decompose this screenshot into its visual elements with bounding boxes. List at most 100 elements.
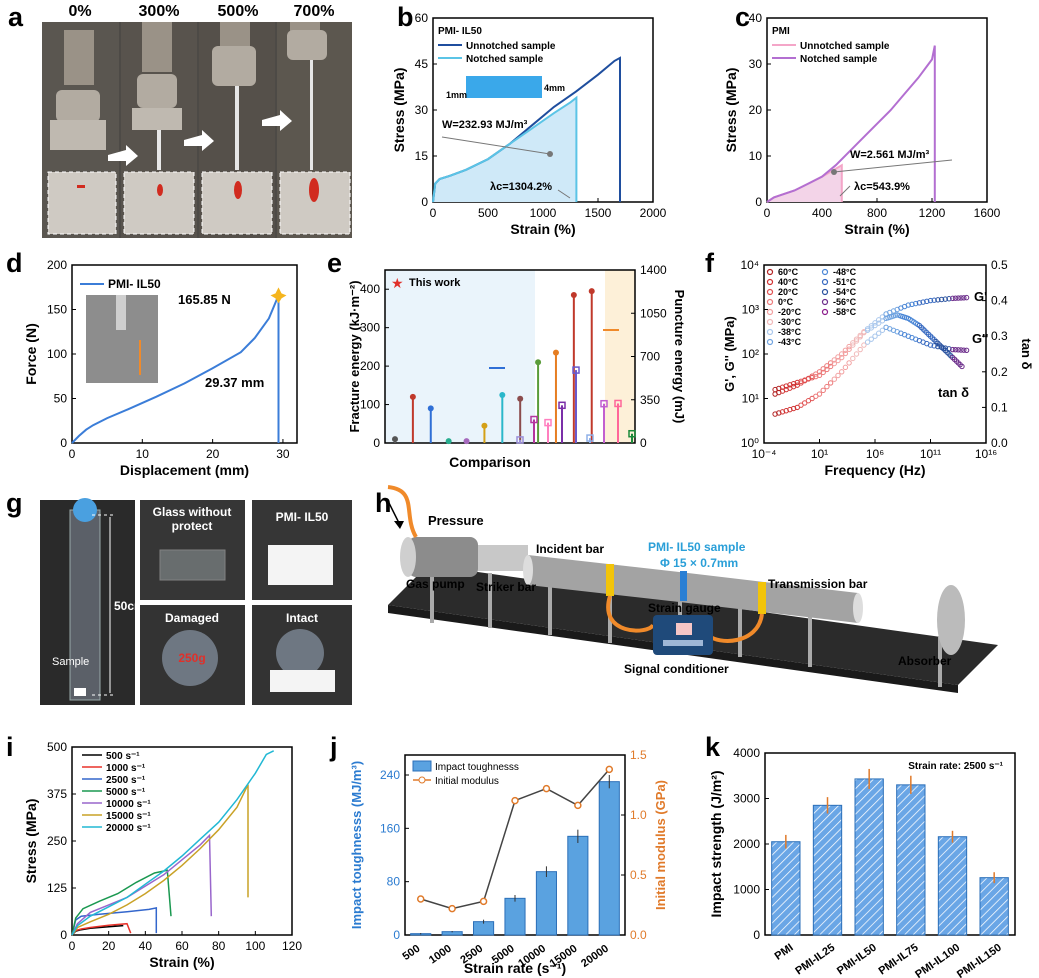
panel-label-k: k: [705, 732, 721, 762]
data-point: [868, 323, 875, 329]
y-tick-label: 0: [421, 195, 428, 209]
data-point: [955, 347, 961, 353]
highlight-band-orange: [605, 270, 635, 443]
bar: [812, 804, 843, 936]
y-tick-label: 250: [47, 834, 67, 848]
legend-label-bar: Impact toughnesss: [435, 762, 519, 773]
data-point: [861, 329, 867, 336]
y-tick-label: 150: [47, 303, 67, 317]
plot-frame: [764, 752, 1016, 936]
y-tick-label: 10: [749, 149, 763, 163]
panel-label-g: g: [6, 488, 23, 518]
x-tick-label: 80: [212, 939, 226, 953]
dim-height-label: 1mm: [446, 90, 467, 100]
bar: [896, 784, 926, 936]
data-point: [868, 336, 875, 342]
legend-swatch-bar: [412, 760, 432, 772]
data-point: [839, 351, 845, 357]
legend-temp-label: -48°C: [833, 267, 857, 277]
data-point: [916, 300, 923, 306]
series-line: [71, 833, 213, 936]
x-tick-label: 2000: [640, 206, 667, 220]
x-tick-label: PMI: [773, 942, 796, 963]
legend-temp-label: -56°C: [833, 297, 857, 307]
lollipop-head-right: [600, 399, 608, 408]
legend-temp-label: -20°C: [778, 307, 802, 317]
bar: [504, 897, 526, 936]
data-point: [824, 366, 830, 373]
y-tick-label: 15: [415, 149, 429, 163]
mass-label: 250g: [178, 651, 205, 665]
y-tick-label: 10²: [742, 347, 759, 361]
y-right-tick-label: 0.0: [630, 928, 647, 942]
legend-marker: [821, 308, 829, 316]
data-point: [942, 296, 949, 302]
y-tick-label: 0: [753, 928, 760, 942]
x-tick-label: 400: [812, 206, 832, 220]
y-axis-label: Stress (MPa): [723, 68, 739, 153]
series-line-notched: [766, 45, 936, 203]
lollipop-head-right: [558, 401, 566, 410]
y-right-tick-label: 0.1: [991, 400, 1008, 414]
y-right-tick-label: 0.5: [630, 868, 647, 882]
x-axis-label: Strain (%): [510, 221, 575, 237]
x-tick-label: 40: [139, 939, 153, 953]
x-tick-label: 1200: [919, 206, 946, 220]
lollipop-head-left: [392, 436, 398, 443]
data-point: [820, 366, 826, 372]
data-point: [850, 355, 856, 362]
x-tick-label: 30: [276, 447, 290, 461]
y-tick-label: 200: [360, 359, 380, 373]
data-point: [961, 347, 967, 353]
panel-h-shpb-diagram: Pressure Gas pump Striker bar Incident b…: [386, 485, 998, 693]
bar: [598, 781, 620, 936]
y-right-tick-label: 1400: [640, 263, 667, 277]
y-axis-label-left: G', G'' (MPa): [722, 316, 737, 392]
legend-marker: [821, 268, 829, 276]
data-point: [842, 350, 849, 357]
panel-label-d: d: [6, 248, 23, 278]
data-point: [876, 317, 882, 323]
data-point: [872, 320, 878, 326]
strain-label-0: 0%: [68, 3, 91, 20]
gpp-series-label: G'': [972, 331, 988, 346]
peak-star-icon: [270, 287, 287, 304]
x-tick-label: 10: [136, 447, 150, 461]
y-right-tick-label: 700: [640, 350, 660, 364]
data-point: [927, 342, 934, 348]
probe: [116, 295, 126, 330]
data-point: [831, 360, 838, 367]
x-tick-label: 0: [69, 939, 76, 953]
data-point: [850, 342, 856, 348]
incident-bar-label: Incident bar: [536, 542, 604, 556]
work-annotation: W=232.93 MJ/m³: [442, 119, 528, 131]
sample-label: Sample: [52, 656, 89, 668]
y-tick-label: 80: [387, 875, 401, 889]
modulus-point: [448, 904, 456, 913]
lollipop-head-left: [499, 391, 506, 398]
y-right-tick-label: 1.5: [630, 748, 647, 762]
x-tick-label: 20: [206, 447, 220, 461]
strain-label-300: 300%: [139, 3, 180, 20]
lollipop-head-left: [588, 288, 595, 295]
lollipop-head-left: [552, 349, 559, 356]
y-tick-label: 100: [360, 398, 380, 412]
data-point: [820, 387, 826, 394]
data-point: [846, 360, 852, 366]
y-tick-label: 20: [749, 103, 763, 117]
lambda-pointer: [557, 189, 571, 199]
y-axis-label-left: Fracture energy (kJ·m⁻²): [347, 280, 362, 432]
lollipop-head-left: [409, 393, 416, 400]
lollipop-head-left: [570, 291, 577, 298]
data-point: [857, 334, 863, 340]
y-right-tick-label: 1.0: [630, 808, 647, 822]
x-tick-label: 800: [867, 206, 887, 220]
sample-size-label: Φ 15 × 0.7mm: [660, 556, 738, 570]
modulus-point: [511, 796, 519, 805]
legend-marker: [766, 288, 774, 296]
x-tick-label: 0: [69, 447, 76, 461]
damaged-label: Damaged: [165, 611, 219, 625]
